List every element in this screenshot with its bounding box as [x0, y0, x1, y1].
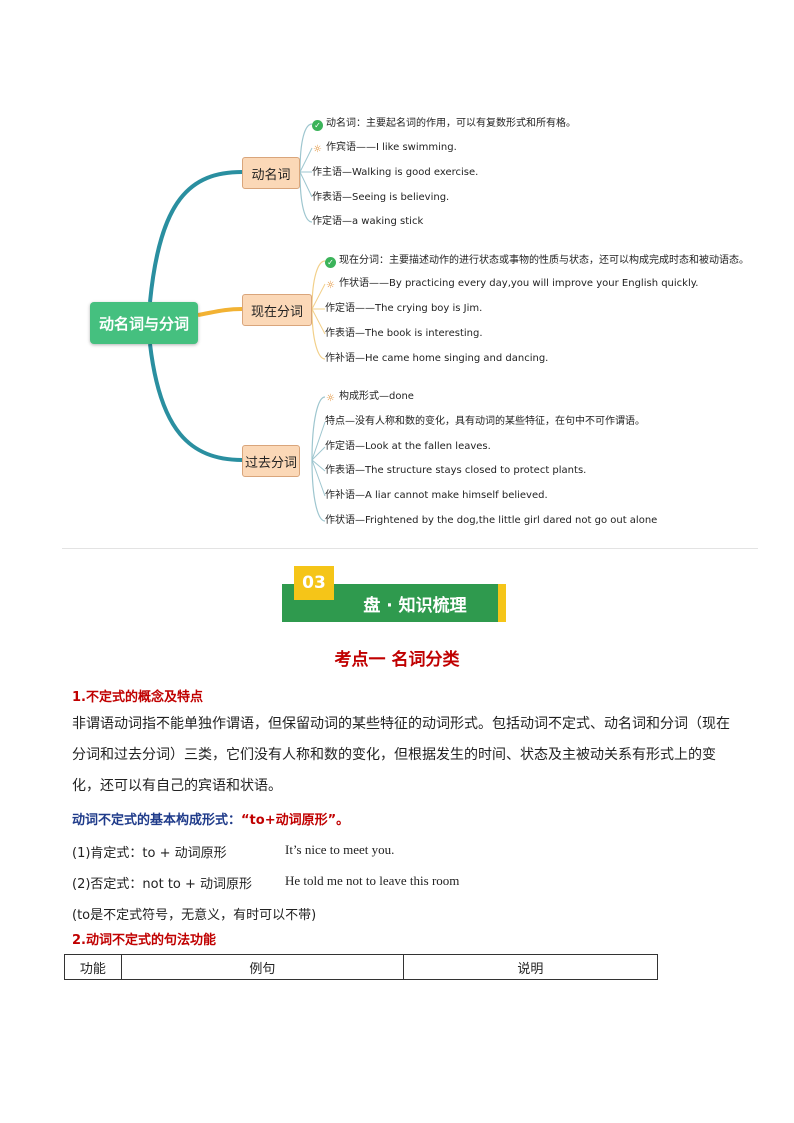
- check-icon: ✓: [325, 257, 336, 268]
- lightbulb-icon: ☼: [313, 144, 322, 155]
- section1-paragraph: 非谓语动词指不能单独作谓语，但保留动词的某些特征的动词形式。包括动词不定式、动名…: [72, 716, 730, 794]
- positive-label: (1)肯定式：to + 动词原形: [72, 846, 227, 861]
- lightbulb-icon: ☼: [326, 393, 335, 404]
- branch-gerund: 动名词: [242, 157, 300, 189]
- leaf-present-3: 作定语——The crying boy is Jim.: [325, 303, 483, 314]
- lightbulb-icon: ☼: [326, 280, 335, 291]
- leaf-past-5: 作补语—A liar cannot make himself believed.: [325, 490, 548, 501]
- leaf-present-1: ✓现在分词：主要描述动作的进行状态或事物的性质与状态，还可以构成完成时态和被动语…: [325, 254, 749, 268]
- form-label: 动词不定式的基本构成形式：: [72, 813, 242, 828]
- function-table: 功能 例句 说明: [64, 954, 659, 980]
- mindmap-connectors: [148, 123, 326, 522]
- leaf-past-4: 作表语—The structure stays closed to protec…: [325, 465, 587, 476]
- infinitive-note: (to是不定式符号，无意义，有时可以不带): [72, 908, 317, 923]
- table-header-note: 说明: [402, 954, 659, 980]
- banner-title: 盘 · 知识梳理: [363, 595, 467, 616]
- form-value: “to+动词原形”。: [241, 813, 350, 828]
- leaf-past-6: 作状语—Frightened by the dog,the little gir…: [325, 515, 658, 526]
- branch-past-participle: 过去分词: [242, 445, 300, 477]
- positive-form: (1)肯定式：to + 动词原形 It’s nice to meet you.: [72, 842, 394, 861]
- leaf-present-2: ☼作状语——By practicing every day,you will i…: [326, 278, 699, 291]
- mindmap: 动名词与分词 动名词 现在分词 过去分词 ✓动名词：主要起名词的作用，可以有复数…: [0, 0, 794, 545]
- branch-present-participle: 现在分词: [242, 294, 312, 326]
- connector-present: [197, 307, 243, 317]
- table-header-row: 功能 例句 说明: [64, 954, 659, 980]
- leaf-present-5: 作补语—He came home singing and dancing.: [325, 353, 549, 364]
- connector-past: [148, 343, 243, 462]
- negative-form: (2)否定式：not to + 动词原形 He told me not to l…: [72, 873, 459, 892]
- topic-title: 考点一 名词分类: [334, 650, 460, 670]
- leaf-gerund-4: 作表语—Seeing is believing.: [312, 192, 450, 203]
- leaf-gerund-3: 作主语—Walking is good exercise.: [312, 167, 479, 178]
- section1-heading: 1.不定式的概念及特点: [72, 690, 203, 705]
- leaf-present-4: 作表语—The book is interesting.: [325, 328, 483, 339]
- connector-gerund: [148, 170, 243, 303]
- leaf-past-1: ☼构成形式—done: [326, 391, 414, 404]
- table-header-example: 例句: [120, 954, 404, 980]
- section2-heading: 2.动词不定式的句法功能: [72, 933, 216, 948]
- negative-label: (2)否定式：not to + 动词原形: [72, 877, 253, 892]
- leaf-past-3: 作定语—Look at the fallen leaves.: [325, 441, 491, 452]
- leaf-gerund-2: ☼作宾语——I like swimming.: [313, 142, 457, 155]
- mindmap-root: 动名词与分词: [90, 302, 198, 344]
- section-divider: [62, 548, 758, 549]
- table-header-function: 功能: [64, 954, 122, 980]
- leaf-gerund-1: ✓动名词：主要起名词的作用，可以有复数形式和所有格。: [312, 117, 576, 131]
- leaf-past-2: 特点—没有人称和数的变化，具有动词的某些特征，在句中不可作谓语。: [325, 416, 645, 427]
- form-line: 动词不定式的基本构成形式：“to+动词原形”。: [72, 809, 349, 828]
- check-icon: ✓: [312, 120, 323, 131]
- positive-example: It’s nice to meet you.: [285, 842, 395, 857]
- banner-number: 03: [294, 566, 334, 600]
- negative-example: He told me not to leave this room: [285, 873, 460, 888]
- leaf-gerund-5: 作定语—a waking stick: [312, 216, 424, 227]
